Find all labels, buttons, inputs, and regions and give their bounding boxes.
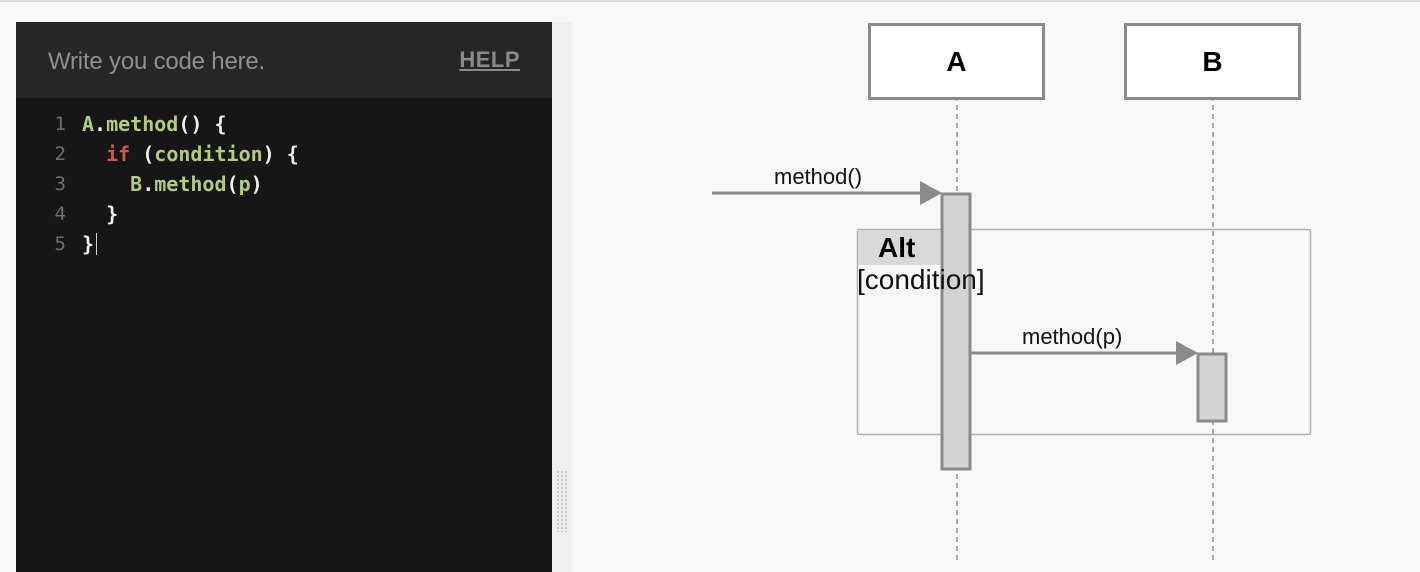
code-token: p [238,172,251,196]
help-link[interactable]: HELP [459,47,520,72]
splitter-grip-icon[interactable] [556,470,568,532]
line-number: 1 [54,113,66,135]
code-token: ) { [262,142,299,166]
code-token: } [82,202,119,226]
diagram-canvas [712,96,1312,562]
top-rule [0,0,1420,2]
code-token: if [106,142,131,166]
editor-header: Write you code here. HELP [16,22,552,98]
code-token: ( [130,142,155,166]
sequence-diagram: A B method() method(p) Alt [condition] [572,0,1420,572]
code-token: } [82,232,95,256]
activation-b [1196,352,1228,423]
code-token [82,172,130,196]
code-line[interactable]: 4 } [16,200,552,230]
message-label-1: method() [774,164,863,189]
code-text: } [82,232,98,256]
alt-fragment-frame [856,228,1312,436]
code-text: B.method(p) [82,172,263,196]
code-token: B [130,172,143,196]
line-number: 2 [54,143,66,165]
code-line[interactable]: 3 B.method(p) [16,170,552,200]
activation-a [940,192,972,471]
code-text: if (condition) { [82,142,299,166]
code-line[interactable]: 2 if (condition) { [16,140,552,170]
participant-b: B [1124,23,1301,100]
code-token: . [94,112,107,136]
message-arrowhead-1 [920,181,942,205]
alt-operator-label: Alt [858,230,940,265]
text-cursor [96,233,98,255]
code-line[interactable]: 5} [16,230,552,260]
code-token: A [82,112,95,136]
line-number: 5 [54,233,66,255]
line-number: 4 [54,203,66,225]
message-label-2: method(p) [1022,324,1123,349]
panel-splitter[interactable] [552,22,572,572]
code-text: } [82,202,118,226]
alt-guard-label: [condition] [857,264,985,295]
code-text: A.method() { [82,112,227,136]
code-token: . [142,172,155,196]
message-arrowhead-2 [1176,341,1198,365]
code-token: condition [154,142,263,166]
code-token: ( [226,172,239,196]
line-number: 3 [54,173,66,195]
code-token [82,142,106,166]
code-token: ) [250,172,263,196]
code-token: method [106,112,179,136]
code-token: method [154,172,227,196]
code-token: () { [178,112,227,136]
participant-a: A [868,23,1045,100]
editor-placeholder-text: Write you code here. [48,48,266,75]
